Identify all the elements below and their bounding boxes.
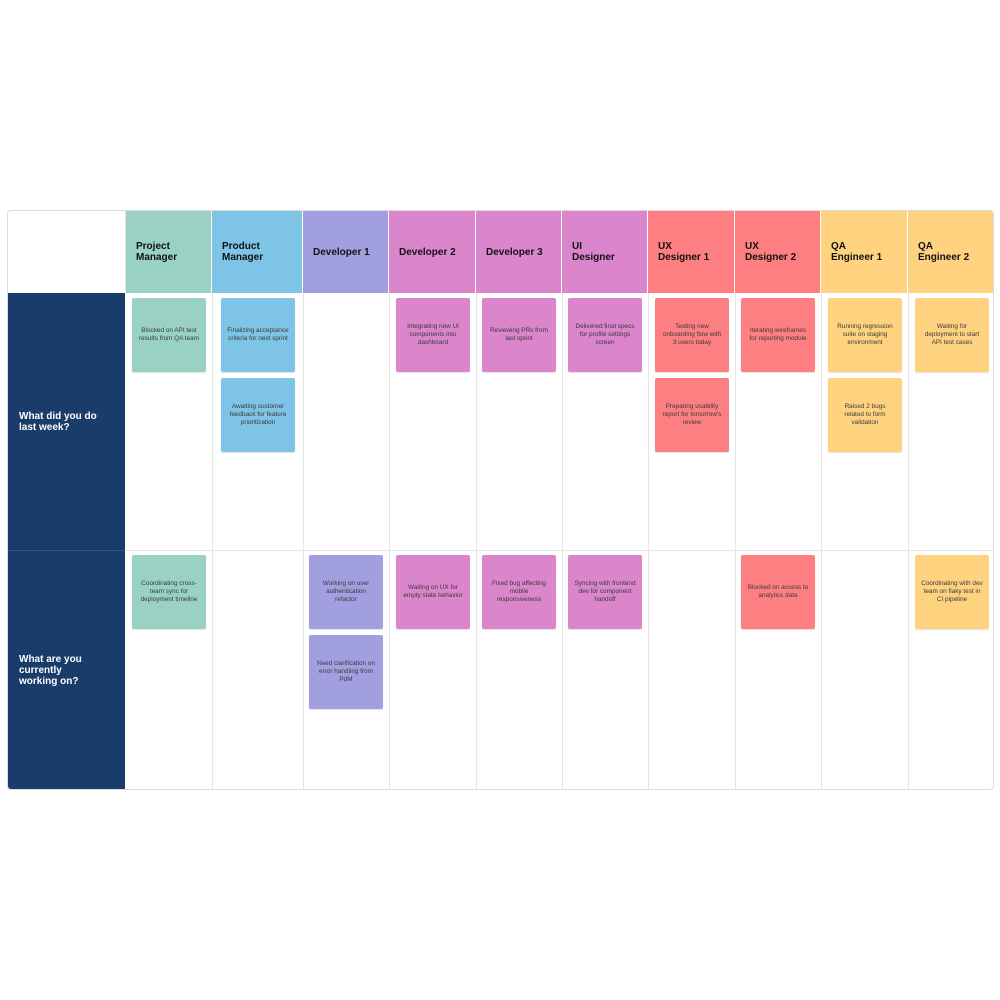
sticky-note-text: Syncing with frontend dev for component …: [574, 580, 636, 603]
sticky-note[interactable]: Waiting for deployment to start API test…: [915, 298, 989, 372]
column-header: UI Designer: [562, 211, 648, 293]
sticky-note[interactable]: Blocked on access to analytics data: [741, 555, 815, 629]
row-divider: [8, 550, 125, 551]
sticky-note-text: Fixed bug affecting mobile responsivenes…: [492, 580, 546, 603]
sticky-note-text: Awaiting customer feedback for feature p…: [229, 403, 287, 426]
sticky-note[interactable]: Coordinating with dev team on flaky test…: [915, 555, 989, 629]
sticky-note[interactable]: Finalizing acceptance criteria for next …: [221, 298, 295, 372]
column-divider: [303, 293, 304, 789]
row-header: What are you currently working on?: [8, 550, 125, 789]
column-divider: [735, 293, 736, 789]
sticky-note[interactable]: Integrating new UI components into dashb…: [396, 298, 470, 372]
sticky-note-text: Need clarification on error handling fro…: [317, 660, 375, 683]
sticky-note[interactable]: Raised 2 bugs related to form validation: [828, 378, 902, 452]
sticky-note-text: Iterating wireframes for reporting modul…: [749, 327, 807, 342]
sticky-note[interactable]: Need clarification on error handling fro…: [309, 635, 383, 709]
sticky-note-text: Integrating new UI components into dashb…: [407, 323, 459, 346]
sticky-note-text: Waiting on UX for empty state behavior: [403, 584, 463, 599]
column-divider: [648, 293, 649, 789]
sticky-note-text: Working on user authentication refactor: [322, 580, 370, 603]
sticky-note[interactable]: Running regression suite on staging envi…: [828, 298, 902, 372]
column-header: Developer 1: [303, 211, 389, 293]
column-header: Project Manager: [126, 211, 212, 293]
sticky-note-text: Raised 2 bugs related to form validation: [844, 403, 886, 426]
sticky-note-text: Running regression suite on staging envi…: [837, 323, 893, 346]
sticky-note[interactable]: Fixed bug affecting mobile responsivenes…: [482, 555, 556, 629]
sticky-note-text: Waiting for deployment to start API test…: [924, 323, 980, 346]
sticky-note[interactable]: Awaiting customer feedback for feature p…: [221, 378, 295, 452]
sticky-note[interactable]: Delivered final specs for profile settin…: [568, 298, 642, 372]
column-divider: [476, 293, 477, 789]
column-header: Developer 2: [389, 211, 476, 293]
sticky-note[interactable]: Coordinating cross-team sync for deploym…: [132, 555, 206, 629]
sticky-note-text: Blocked on API test results from QA team: [138, 327, 200, 342]
sticky-note[interactable]: Syncing with frontend dev for component …: [568, 555, 642, 629]
sticky-note-text: Coordinating with dev team on flaky test…: [921, 580, 983, 603]
sticky-note-text: Preparing usability report for tomorrow'…: [662, 403, 722, 426]
row-line: [126, 550, 993, 551]
column-header: UX Designer 2: [735, 211, 821, 293]
column-header: UX Designer 1: [648, 211, 735, 293]
column-divider: [562, 293, 563, 789]
sticky-note[interactable]: Working on user authentication refactor: [309, 555, 383, 629]
sticky-note-text: Coordinating cross-team sync for deploym…: [140, 580, 198, 603]
sticky-note[interactable]: Blocked on API test results from QA team: [132, 298, 206, 372]
sticky-note[interactable]: Preparing usability report for tomorrow'…: [655, 378, 729, 452]
sticky-note-text: Reviewing PRs from last sprint: [490, 327, 548, 342]
sticky-note-text: Delivered final specs for profile settin…: [575, 323, 635, 346]
column-divider: [389, 293, 390, 789]
column-header: QA Engineer 2: [908, 211, 993, 293]
sticky-note[interactable]: Testing new onboarding flow with 3 users…: [655, 298, 729, 372]
column-divider: [908, 293, 909, 789]
sticky-note[interactable]: Iterating wireframes for reporting modul…: [741, 298, 815, 372]
sticky-note-text: Testing new onboarding flow with 3 users…: [662, 323, 722, 346]
column-header: Product Manager: [212, 211, 303, 293]
column-header: QA Engineer 1: [821, 211, 908, 293]
sticky-note-text: Blocked on access to analytics data: [747, 584, 809, 599]
sticky-note[interactable]: Waiting on UX for empty state behavior: [396, 555, 470, 629]
column-divider: [212, 293, 213, 789]
sticky-note-text: Finalizing acceptance criteria for next …: [227, 327, 289, 342]
row-header: What did you do last week?: [8, 293, 125, 550]
sticky-note[interactable]: Reviewing PRs from last sprint: [482, 298, 556, 372]
board-corner: [8, 211, 126, 293]
column-divider: [821, 293, 822, 789]
column-header: Developer 3: [476, 211, 562, 293]
